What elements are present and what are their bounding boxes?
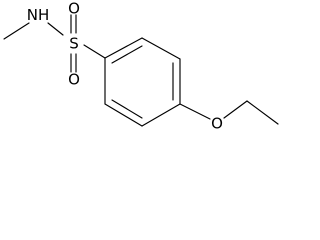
atom-nitrogen-h: H: [38, 6, 49, 24]
structure-diagram: NH S O O O: [3, 0, 279, 133]
atom-nitrogen-n: N: [27, 6, 38, 24]
ring-bond-c4-c5: [141, 103, 181, 127]
bonds: [3, 14, 279, 127]
atom-sulfur: S: [69, 35, 79, 53]
atom-oxygen-ether: O: [211, 115, 223, 133]
ring-inner-bond-1: [111, 45, 143, 64]
bond-nitrogen-sulfur: [47, 22, 64, 36]
atom-oxygen-top: O: [68, 0, 80, 18]
ring-bond-c1-c2: [104, 37, 143, 59]
bond-ether-oxygen-ethyl: [223, 100, 248, 119]
ring-inner-bond-3: [111, 99, 143, 119]
atom-labels: NH S O O O: [27, 0, 223, 133]
bond-ring-ether-oxygen: [179, 103, 211, 120]
atom-oxygen-bottom: O: [68, 71, 80, 89]
atom-nitrogen: NH: [27, 6, 50, 24]
bond-ethyl-methyl: [246, 100, 279, 125]
ring-bond-c2-c3: [141, 37, 181, 60]
bond-sulfur-ring: [83, 44, 106, 59]
bond-methyl-nitrogen: [3, 22, 30, 40]
ring-bond-c5-c6: [104, 103, 143, 127]
